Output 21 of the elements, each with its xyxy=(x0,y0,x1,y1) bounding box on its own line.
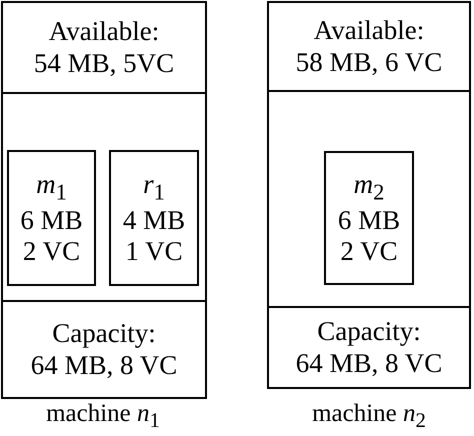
heading-text: m$_{2}$ xyxy=(354,168,384,206)
value-text: 58 MB, 6 VC xyxy=(296,46,442,78)
value-text: 64 MB, 8 VC xyxy=(296,348,442,379)
value-text: 4 MB 1 VC xyxy=(122,205,186,268)
heading-text: m$_{1}$ xyxy=(36,168,67,206)
machine-caption: machine n$_{1}$ xyxy=(46,400,160,433)
task-box xyxy=(324,151,414,285)
value-text: 6 MB 2 VC xyxy=(336,205,402,268)
heading-text: r$_{1}$ xyxy=(143,168,165,206)
machine-box xyxy=(1,1,207,399)
heading-text: Available: xyxy=(314,15,424,46)
task-box xyxy=(7,150,96,286)
machine-box xyxy=(267,1,471,389)
heading-text: Capacity: xyxy=(317,316,421,348)
value-text: 54 MB, 5VC xyxy=(34,48,174,79)
value-text: 64 MB, 8 VC xyxy=(30,350,178,381)
value-text: 6 MB 2 VC xyxy=(19,205,84,268)
machine-caption: machine n$_{2}$ xyxy=(312,400,426,433)
heading-text: Capacity: xyxy=(52,318,156,350)
heading-text: Available: xyxy=(48,16,160,48)
task-box xyxy=(109,150,199,286)
